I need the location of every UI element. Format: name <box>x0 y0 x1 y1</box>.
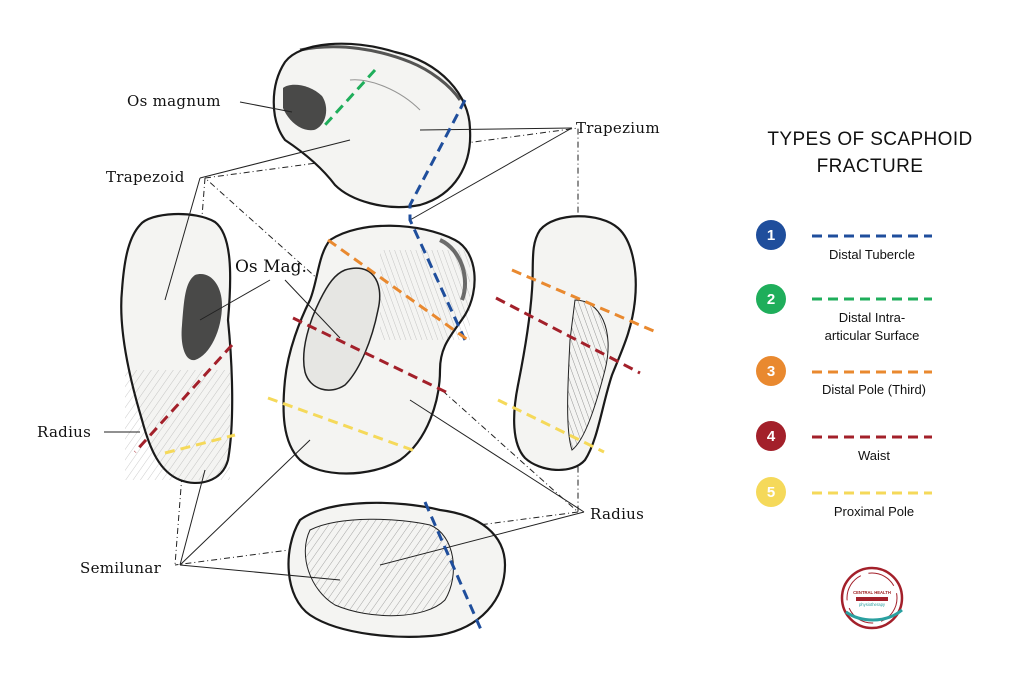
label-os-magnum: Os magnum <box>127 92 221 110</box>
fracture-1-bottom <box>423 501 484 633</box>
legend-number-badge <box>756 220 786 250</box>
bone-left <box>120 213 234 484</box>
fracture-3-center <box>327 238 469 342</box>
fracture-4-right <box>495 296 641 375</box>
legend-number-badge <box>756 356 786 386</box>
fracture-5-left <box>164 433 236 455</box>
anatomical-labels: Os magnum Trapezium Trapezoid Os Mag. Ra… <box>37 92 660 577</box>
svg-text:3: 3 <box>767 363 775 380</box>
legend-title-line2: FRACTURE <box>817 156 924 177</box>
legend-title-line1: TYPES OF SCAPHOID <box>767 129 972 150</box>
bone-center <box>282 224 476 475</box>
label-radius-right: Radius <box>590 505 644 523</box>
central-health-logo: CENTRAL HEALTH physiotherapy <box>840 566 904 630</box>
fracture-5-center <box>267 396 419 454</box>
legend-item-1: 1 Distal Tubercle <box>756 220 932 262</box>
legend-number-badge <box>756 477 786 507</box>
legend-number-badge <box>756 421 786 451</box>
svg-text:Waist: Waist <box>858 448 890 463</box>
svg-text:Distal Tubercle: Distal Tubercle <box>829 247 915 262</box>
svg-text:4: 4 <box>767 428 776 445</box>
svg-text:articular Surface: articular Surface <box>825 328 920 343</box>
svg-text:physiotherapy: physiotherapy <box>859 602 886 607</box>
label-radius-left: Radius <box>37 423 91 441</box>
svg-text:5: 5 <box>767 484 775 501</box>
label-os-mag: Os Mag. <box>235 257 307 277</box>
label-semilunar: Semilunar <box>80 559 162 577</box>
label-trapezoid: Trapezoid <box>106 168 185 186</box>
fracture-5-right <box>497 398 605 454</box>
svg-text:CENTRAL HEALTH: CENTRAL HEALTH <box>853 590 891 595</box>
fracture-3-right <box>511 268 657 334</box>
svg-text:Proximal Pole: Proximal Pole <box>834 504 914 519</box>
legend-item-2: 2 Distal Intra- articular Surface <box>756 284 932 343</box>
legend: TYPES OF SCAPHOID FRACTURE 1 Distal Tube… <box>756 129 972 519</box>
svg-text:Distal Pole (Third): Distal Pole (Third) <box>822 382 926 397</box>
legend-item-5: 5 Proximal Pole <box>756 477 932 519</box>
fracture-1-top <box>408 99 467 341</box>
label-leaders <box>104 101 585 581</box>
fracture-lines <box>133 68 657 633</box>
svg-text:Distal Intra-: Distal Intra- <box>839 310 905 325</box>
label-trapezium: Trapezium <box>576 119 660 137</box>
legend-item-3: 3 Distal Pole (Third) <box>756 356 932 397</box>
bone-bottom <box>287 501 507 638</box>
legend-item-4: 4 Waist <box>756 421 932 463</box>
fracture-4-center <box>292 316 449 395</box>
bone-right <box>513 215 637 472</box>
svg-text:2: 2 <box>767 291 775 308</box>
fracture-4-left <box>133 343 234 454</box>
svg-text:1: 1 <box>767 227 775 244</box>
legend-number-badge <box>756 284 786 314</box>
bone-top <box>272 42 472 209</box>
fracture-2-top <box>323 68 377 127</box>
